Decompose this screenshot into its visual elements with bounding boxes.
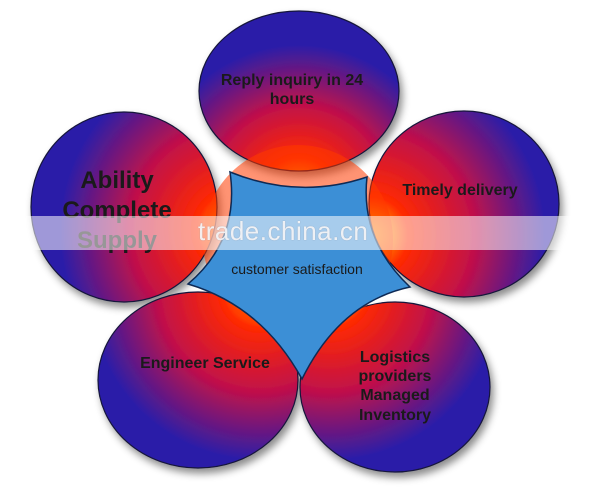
- petal-bottom-left: [97, 291, 299, 469]
- watermark-text: trade.china.cn: [198, 216, 369, 246]
- petal-label-timely-delivery: Timely delivery: [402, 182, 518, 199]
- petal-label-logistics: Logistics providers Managed Inventory: [358, 349, 432, 424]
- center-label: customer satisfaction: [231, 261, 363, 277]
- petal-bottom-right: [299, 301, 491, 473]
- petal-label-reply-inquiry: Reply inquiry in 24 hours: [220, 72, 364, 109]
- petal-label-engineer-service: Engineer Service: [140, 355, 270, 372]
- watermark-band: [0, 216, 600, 250]
- petal-right: [368, 110, 560, 298]
